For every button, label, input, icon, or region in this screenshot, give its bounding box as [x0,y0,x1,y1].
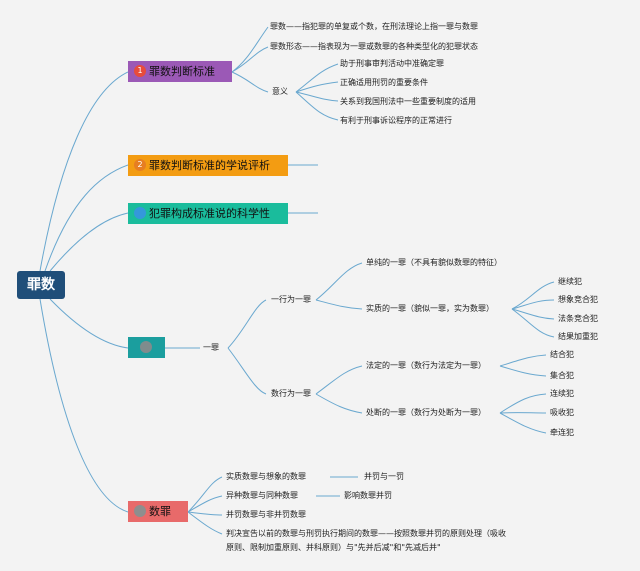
branch-multiple-crimes-node[interactable]: 数罪 [128,501,188,522]
single-crime-label: 一罪 [203,343,219,352]
criteria-item-form: 罪数形态——指表现为一罪或数罪的各种类型化的犯罪状态 [270,42,478,51]
badge-3 [134,207,146,219]
multiple-row-2-note: 影响数罪并罚 [344,491,392,500]
one-act-label: 一行为一罪 [271,295,311,304]
substantive-item: 继续犯 [558,277,582,286]
multiple-row-2: 异种数罪与同种数罪 [226,491,298,500]
multiple-row-4-line1: 判决宣告以前的数罪与刑罚执行期间的数罪——按照数罪并罚的原则处理（吸收 [226,529,506,538]
multiple-row-1-note: 并罚与一罚 [364,472,404,481]
branch-criteria-title: 罪数判断标准 [149,65,215,78]
badge-4 [140,341,152,353]
disposition-crime: 处断的一罪（数行为处断为一罪） [366,408,486,417]
disposition-item: 吸收犯 [550,408,574,417]
disposition-item: 连续犯 [550,389,574,398]
meaning-item: 关系到我国刑法中一些重要制度的适用 [340,97,476,106]
substantive-crime: 实质的一罪（貌似一罪，实为数罪） [366,304,494,313]
multiple-row-1: 实质数罪与想象的数罪 [226,472,306,481]
meaning-item: 有利于刑事诉讼程序的正常进行 [340,116,452,125]
criteria-meaning-label: 意义 [272,87,288,96]
meaning-item: 助于刑事审判活动中准确定罪 [340,59,444,68]
statutory-item: 结合犯 [550,350,574,359]
branch-constitution-node[interactable]: 犯罪构成标准说的科学性 [128,203,288,224]
multi-act-label: 数行为一罪 [271,389,311,398]
criteria-item-count: 罪数——指犯罪的单复或个数，在刑法理论上指一罪与数罪 [270,22,478,31]
branch-multiple-title: 数罪 [149,505,171,518]
branch-constitution-title: 犯罪构成标准说的科学性 [149,207,270,220]
meaning-item: 正确适用刑罚的重要条件 [340,78,428,87]
number-badge-1: 1 [134,65,146,77]
branch-theory-title: 罪数判断标准的学说评析 [149,159,270,172]
multiple-row-4-line2: 原则、限制加重原则、并科原则）与"先并后减"和"先减后并" [226,543,441,552]
branch-single-crime-node[interactable] [128,337,165,358]
substantive-item: 结果加重犯 [558,332,598,341]
badge-5 [134,505,146,517]
disposition-item: 牵连犯 [550,428,574,437]
number-badge-2: 2 [134,159,146,171]
statutory-item: 集合犯 [550,371,574,380]
root-node[interactable]: 罪数 [17,271,65,299]
simple-crime: 单纯的一罪（不具有貌似数罪的特征） [366,258,502,267]
substantive-item: 法条竞合犯 [558,314,598,323]
statutory-crime: 法定的一罪（数行为法定为一罪） [366,361,486,370]
multiple-row-3: 并罚数罪与非并罚数罪 [226,510,306,519]
substantive-item: 想象竞合犯 [558,295,598,304]
